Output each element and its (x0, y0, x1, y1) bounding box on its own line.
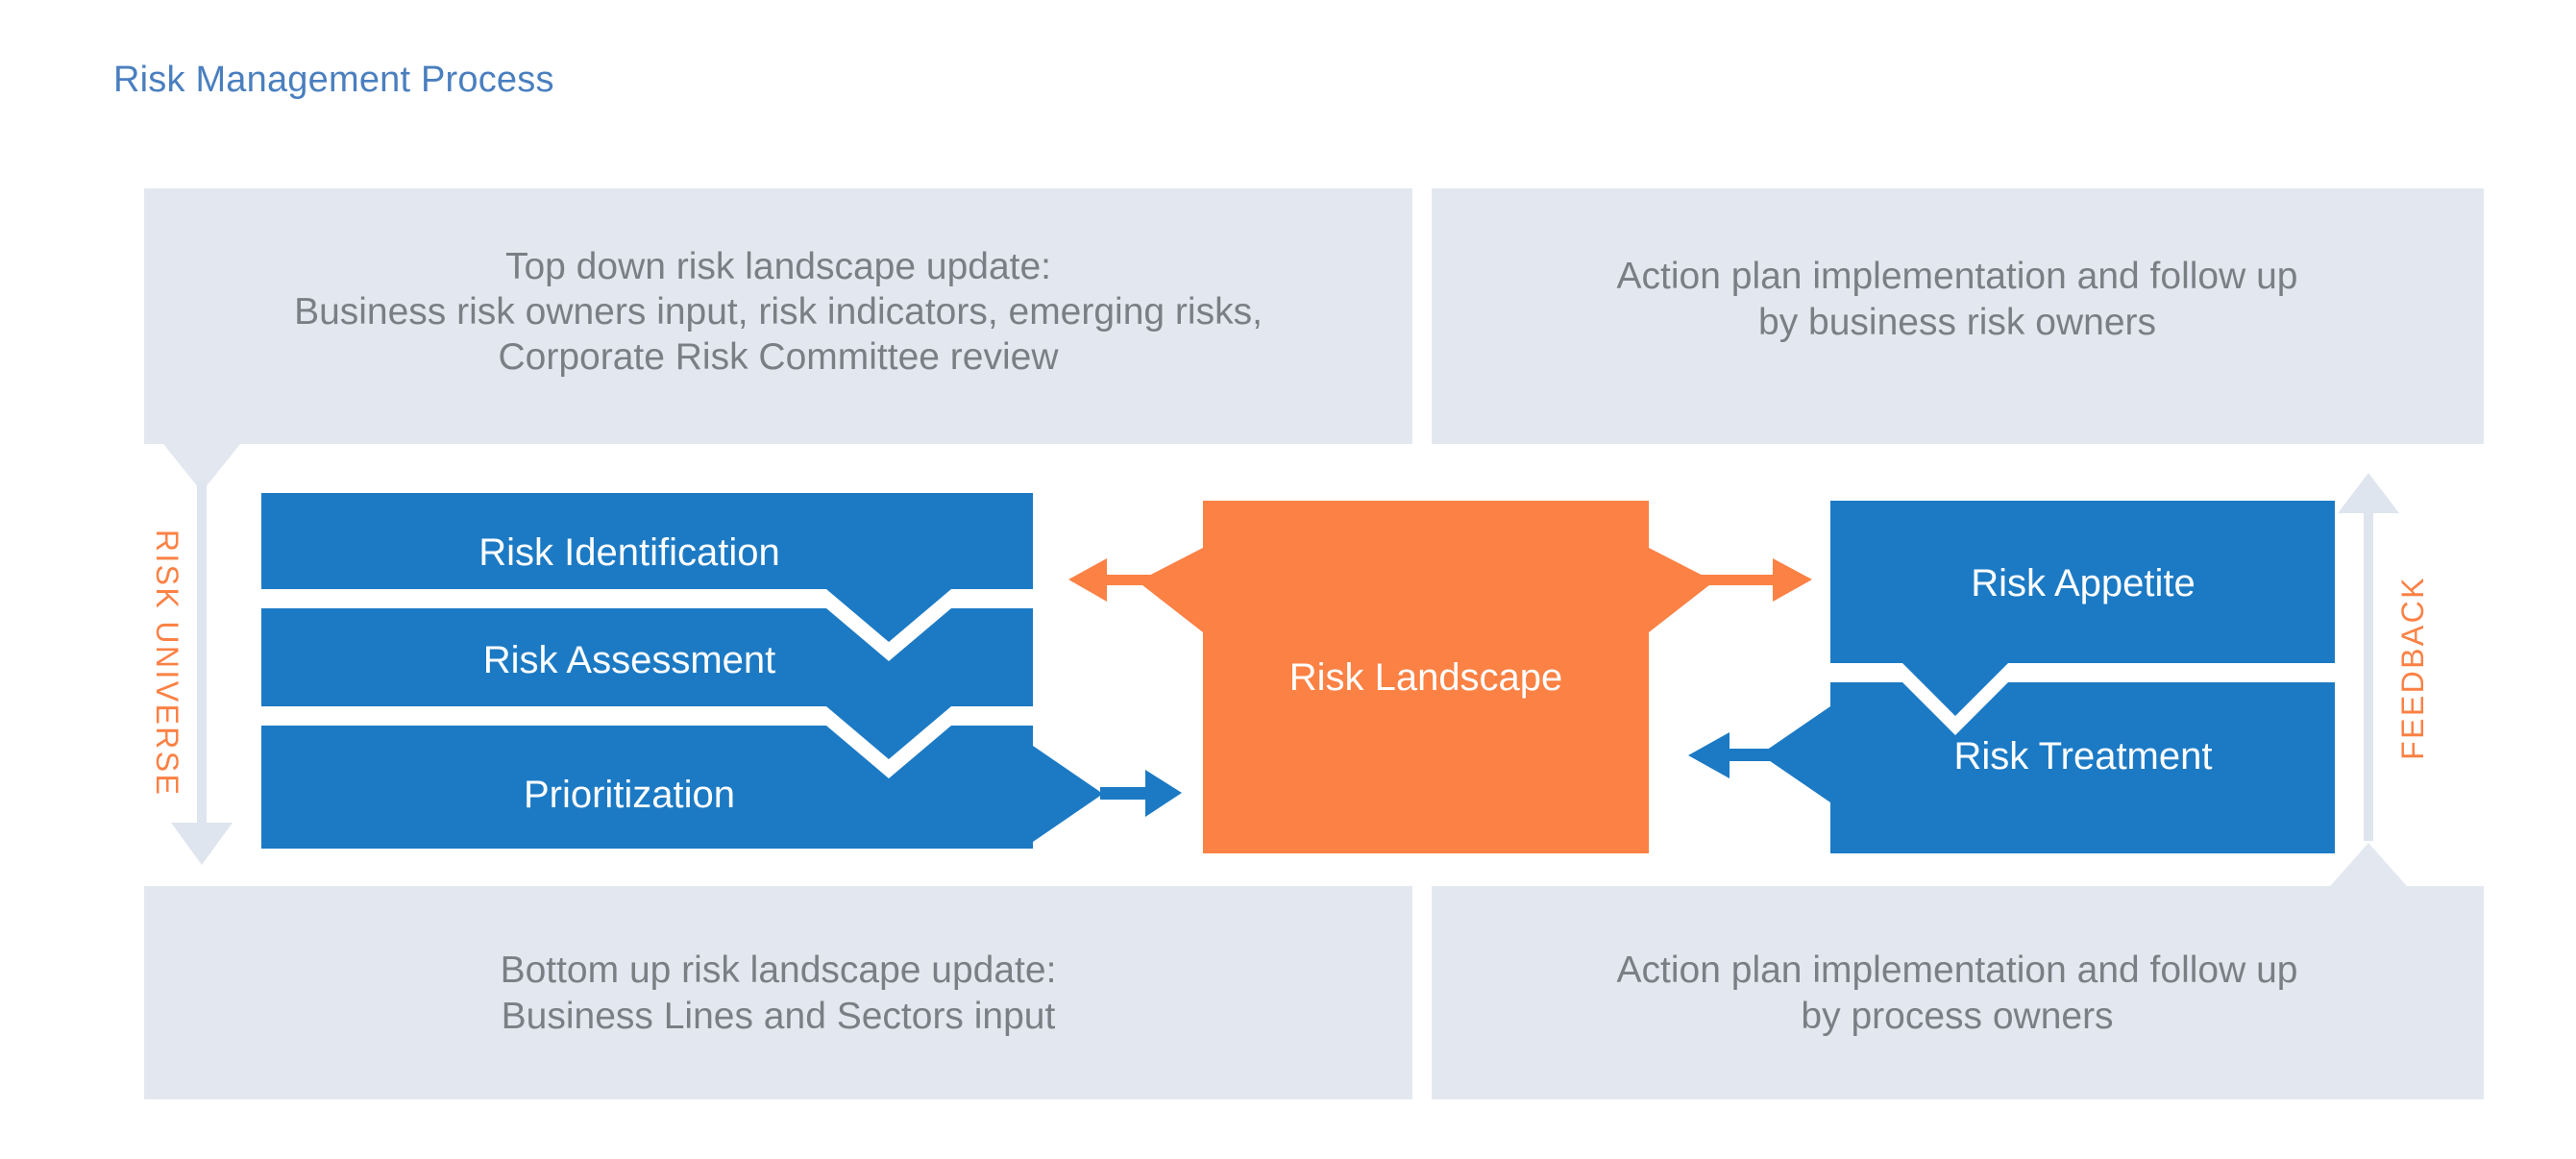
process-step-risk-assessment[interactable]: Risk Assessment (261, 608, 1033, 759)
risk-treatment-label: Risk Treatment (1954, 735, 2213, 777)
risk-landscape-label: Risk Landscape (1289, 656, 1563, 699)
panel-top-left-line-2: Business risk owners input, risk indicat… (294, 291, 1263, 333)
arrow-landscape-to-left (1068, 558, 1161, 602)
process-step-risk-treatment[interactable]: Risk Treatment (1760, 682, 2335, 853)
panel-top-right: Action plan implementation and follow up… (1432, 188, 2484, 444)
risk-landscape-block[interactable]: Risk Landscape (1138, 501, 1714, 853)
arrow-landscape-right-head (1773, 558, 1812, 602)
feedback-arrow-head (2338, 473, 2399, 513)
arrow-treatment-shaft (1720, 749, 1773, 761)
process-step-risk-identification[interactable]: Risk Identification (261, 493, 1033, 642)
arrow-treatment-to-landscape (1688, 732, 1773, 778)
panel-top-left-line-3: Corporate Risk Committee review (498, 336, 1059, 378)
panel-bottom-left-line-2: Business Lines and Sectors input (502, 996, 1056, 1037)
risk-identification-shape[interactable] (261, 493, 1033, 642)
panel-top-right-shape (1432, 188, 2484, 444)
feedback-arrow (2338, 473, 2399, 841)
arrow-landscape-right-shaft (1691, 575, 1785, 585)
arrow-prioritization-shaft (1100, 787, 1153, 800)
panel-top-right-line-2: by business risk owners (1758, 302, 2156, 343)
risk-assessment-label: Risk Assessment (483, 639, 776, 681)
panel-bottom-left-line-1: Bottom up risk landscape update: (501, 949, 1057, 991)
arrow-landscape-to-right (1691, 558, 1812, 602)
risk-appetite-shape[interactable] (1830, 501, 2335, 716)
panel-top-right-line-1: Action plan implementation and follow up (1617, 256, 2298, 297)
risk-treatment-shape[interactable] (1760, 682, 2335, 853)
arrow-prioritization-to-landscape (1100, 770, 1182, 817)
feedback-label: FEEDBACK (2395, 576, 2430, 760)
panel-top-left-shape (144, 188, 1412, 492)
risk-identification-label: Risk Identification (478, 531, 779, 574)
arrow-landscape-left-shaft (1101, 575, 1161, 585)
risk-universe-arrow-head (171, 823, 233, 865)
risk-universe-arrow-shaft (197, 481, 207, 838)
panel-bottom-left-shape (144, 886, 1412, 1099)
risk-assessment-shape[interactable] (261, 608, 1033, 759)
process-step-risk-appetite[interactable]: Risk Appetite (1830, 501, 2335, 716)
arrow-landscape-left-head (1068, 558, 1107, 602)
risk-universe-label: RISK UNIVERSE (150, 530, 184, 797)
panel-bottom-right: Action plan implementation and follow up… (1432, 843, 2484, 1099)
panel-bottom-right-line-2: by process owners (1801, 996, 2113, 1037)
panel-top-left: Top down risk landscape update: Business… (144, 188, 1412, 492)
arrow-treatment-head (1688, 732, 1730, 778)
prioritization-label: Prioritization (524, 774, 735, 816)
arrow-prioritization-head (1145, 770, 1182, 817)
panel-bottom-left: Bottom up risk landscape update: Busines… (144, 886, 1412, 1099)
prioritization-shape[interactable] (261, 726, 1103, 849)
panel-bottom-right-line-1: Action plan implementation and follow up (1617, 949, 2298, 991)
feedback-arrow-shaft (2364, 509, 2373, 841)
process-step-prioritization[interactable]: Prioritization (261, 726, 1103, 849)
page-title: Risk Management Process (113, 60, 554, 100)
risk-appetite-label: Risk Appetite (1971, 562, 2195, 604)
panel-bottom-right-shape (1432, 843, 2484, 1099)
panel-top-left-line-1: Top down risk landscape update: (505, 246, 1051, 287)
risk-universe-arrow (171, 481, 233, 865)
risk-landscape-shape[interactable] (1138, 501, 1714, 853)
